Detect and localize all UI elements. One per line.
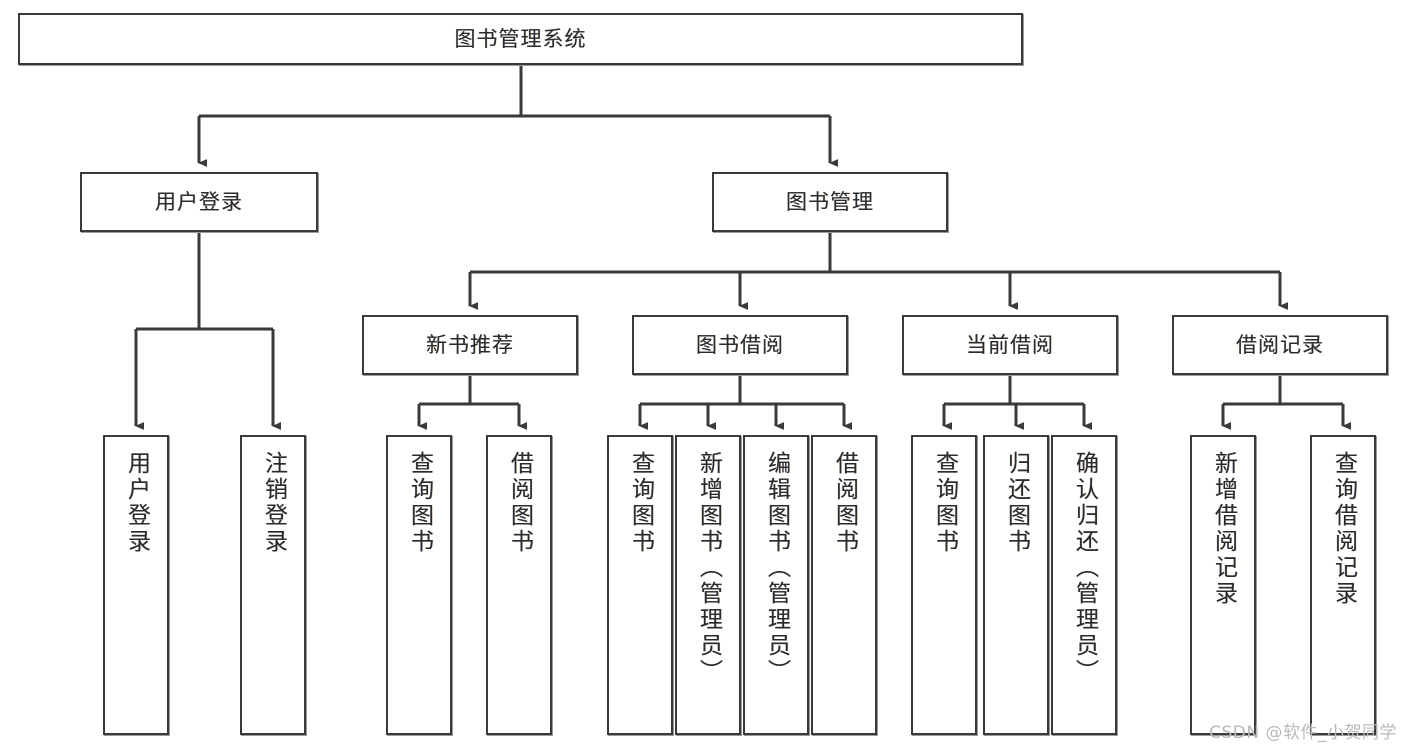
node-book-borrow[interactable]: 图书借阅: [632, 315, 848, 375]
node-leaf-add-record-label: 新增借阅记录: [1210, 451, 1237, 607]
node-book-manage[interactable]: 图书管理: [712, 172, 948, 232]
connector-group: [134, 65, 1351, 430]
node-root[interactable]: 图书管理系统: [18, 13, 1023, 65]
node-leaf-return-book-label: 归还图书: [1003, 451, 1030, 555]
node-leaf-query-book-3-label: 查询图书: [931, 451, 958, 555]
node-borrow-record[interactable]: 借阅记录: [1172, 315, 1388, 375]
node-leaf-user-login-label: 用户登录: [123, 451, 150, 555]
node-new-book-recommend[interactable]: 新书推荐: [362, 315, 578, 375]
node-leaf-add-book-label: 新增图书（管理员）: [695, 451, 722, 685]
node-leaf-edit-book[interactable]: 编辑图书（管理员）: [743, 435, 809, 735]
node-root-label: 图书管理系统: [454, 26, 587, 51]
node-leaf-add-record[interactable]: 新增借阅记录: [1190, 435, 1256, 735]
node-leaf-borrow-book-2[interactable]: 借阅图书: [811, 435, 877, 735]
node-leaf-user-login[interactable]: 用户登录: [103, 435, 169, 735]
node-leaf-query-record-label: 查询借阅记录: [1330, 451, 1357, 607]
node-book-manage-label: 图书管理: [786, 189, 874, 214]
node-leaf-user-logout[interactable]: 注销登录: [240, 435, 306, 735]
node-new-book-recommend-label: 新书推荐: [426, 332, 514, 357]
node-current-borrow[interactable]: 当前借阅: [902, 315, 1118, 375]
node-leaf-edit-book-label: 编辑图书（管理员）: [763, 451, 790, 685]
node-borrow-record-label: 借阅记录: [1236, 332, 1324, 357]
node-leaf-borrow-book-1-label: 借阅图书: [506, 451, 533, 555]
node-leaf-confirm-return[interactable]: 确认归还（管理员）: [1051, 435, 1117, 735]
node-leaf-query-book-3[interactable]: 查询图书: [911, 435, 977, 735]
node-leaf-confirm-return-label: 确认归还（管理员）: [1071, 451, 1098, 685]
node-leaf-borrow-book-1[interactable]: 借阅图书: [486, 435, 552, 735]
node-leaf-return-book[interactable]: 归还图书: [983, 435, 1049, 735]
node-leaf-add-book[interactable]: 新增图书（管理员）: [675, 435, 741, 735]
node-user-login-label: 用户登录: [155, 189, 243, 214]
node-user-login[interactable]: 用户登录: [80, 172, 318, 232]
node-leaf-query-book-1[interactable]: 查询图书: [386, 435, 452, 735]
node-leaf-query-book-2[interactable]: 查询图书: [607, 435, 673, 735]
node-leaf-query-book-1-label: 查询图书: [406, 451, 433, 555]
node-leaf-query-book-2-label: 查询图书: [627, 451, 654, 555]
node-leaf-query-record[interactable]: 查询借阅记录: [1310, 435, 1376, 735]
node-leaf-borrow-book-2-label: 借阅图书: [831, 451, 858, 555]
node-book-borrow-label: 图书借阅: [696, 332, 784, 357]
node-current-borrow-label: 当前借阅: [966, 332, 1054, 357]
node-leaf-user-logout-label: 注销登录: [260, 451, 287, 555]
